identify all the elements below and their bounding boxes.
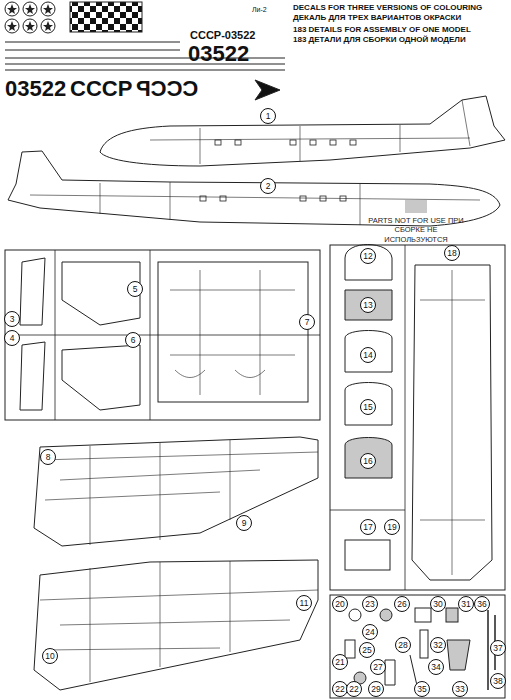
bulkhead-part bbox=[345, 438, 392, 479]
sheet-heading: 183 ДЕТАЛИ ДЛЯ СБОРКИ ОДНОЙ МОДЕЛИ bbox=[293, 36, 466, 44]
legend-text: PARTS NOT FOR USE ПРИ СБОРКЕ НЕ ИСПОЛЬЗУ… bbox=[368, 216, 464, 244]
callout-number: 19 bbox=[384, 519, 400, 535]
callout-number: 11 bbox=[296, 595, 312, 611]
callout-number: 10 bbox=[42, 648, 58, 664]
callout-number: 2 bbox=[260, 178, 276, 194]
sprue-frame bbox=[330, 245, 505, 590]
sheet-heading: 183 DETAILS FOR ASSEMBLY OF ONE MODEL bbox=[293, 26, 471, 34]
callout-number: 26 bbox=[394, 596, 410, 612]
sheet-heading: DECALS FOR THREE VERSIONS OF COLOURING bbox=[293, 4, 482, 12]
callout-number: 13 bbox=[360, 297, 376, 313]
callout-number: 17 bbox=[360, 519, 376, 535]
callout-number: 31 bbox=[458, 596, 474, 612]
fuselage-half bbox=[100, 96, 505, 166]
callout-number: 7 bbox=[299, 314, 315, 330]
chevron-decal bbox=[255, 80, 280, 100]
decal-text: 03522 bbox=[5, 78, 66, 100]
bulkhead-part bbox=[345, 383, 392, 426]
callout-number: 6 bbox=[125, 332, 141, 348]
callout-number: 27 bbox=[370, 659, 386, 675]
sheet-heading: ДЕКАЛЬ ДЛЯ ТРЕХ ВАРИАНТОВ ОКРАСКИ bbox=[293, 14, 461, 22]
callout-number: 24 bbox=[362, 624, 378, 640]
callout-number: 21 bbox=[332, 654, 348, 670]
floor-part bbox=[158, 262, 308, 402]
callout-number: 23 bbox=[362, 596, 378, 612]
callout-number: 1 bbox=[260, 108, 276, 124]
callout-number: 32 bbox=[430, 637, 446, 653]
callout-number: 18 bbox=[444, 245, 460, 261]
callout-number: 34 bbox=[428, 659, 444, 675]
decal-text: CCCP-03522 bbox=[190, 30, 255, 41]
callout-number: 25 bbox=[359, 642, 375, 658]
callout-number: 30 bbox=[430, 596, 446, 612]
callout-number: 28 bbox=[395, 637, 411, 653]
callout-number: 20 bbox=[332, 596, 348, 612]
sprue-frame bbox=[5, 250, 320, 420]
callout-number: 4 bbox=[4, 330, 20, 346]
callout-number: 14 bbox=[360, 347, 376, 363]
callout-number: 38 bbox=[490, 673, 506, 689]
callout-number: 35 bbox=[414, 681, 430, 697]
bulkhead-part bbox=[345, 290, 392, 320]
fin-part bbox=[20, 258, 45, 410]
callout-number: 15 bbox=[360, 399, 376, 415]
wing-half bbox=[34, 437, 318, 546]
fuselage-half bbox=[8, 151, 500, 226]
callout-number: 37 bbox=[490, 640, 506, 656]
callout-number: 9 bbox=[236, 515, 252, 531]
callout-number: 3 bbox=[4, 311, 20, 327]
decal-text: CCCP bbox=[136, 78, 198, 100]
callout-number: 22 bbox=[346, 681, 362, 697]
callout-number: 29 bbox=[368, 681, 384, 697]
stripe-decals bbox=[5, 42, 285, 70]
sprue-frame bbox=[330, 595, 505, 698]
callout-number: 16 bbox=[360, 453, 376, 469]
decal-text: Ли-2 bbox=[252, 6, 267, 13]
bulkhead-part bbox=[345, 331, 392, 373]
roundels bbox=[5, 2, 55, 33]
callout-number: 36 bbox=[474, 596, 490, 612]
callout-number: 12 bbox=[360, 248, 376, 264]
callout-number: 5 bbox=[127, 281, 143, 297]
legend-swatch bbox=[405, 200, 427, 213]
callout-number: 8 bbox=[40, 449, 56, 465]
wing-half bbox=[34, 560, 318, 690]
cabin-floor-part bbox=[412, 265, 492, 580]
small-part bbox=[345, 540, 390, 570]
callout-number: 33 bbox=[452, 681, 468, 697]
bulkhead-part bbox=[345, 245, 392, 281]
decal-text: CCCP bbox=[70, 78, 132, 100]
decal-text: 03522 bbox=[188, 43, 249, 65]
checker-decal bbox=[70, 2, 142, 32]
